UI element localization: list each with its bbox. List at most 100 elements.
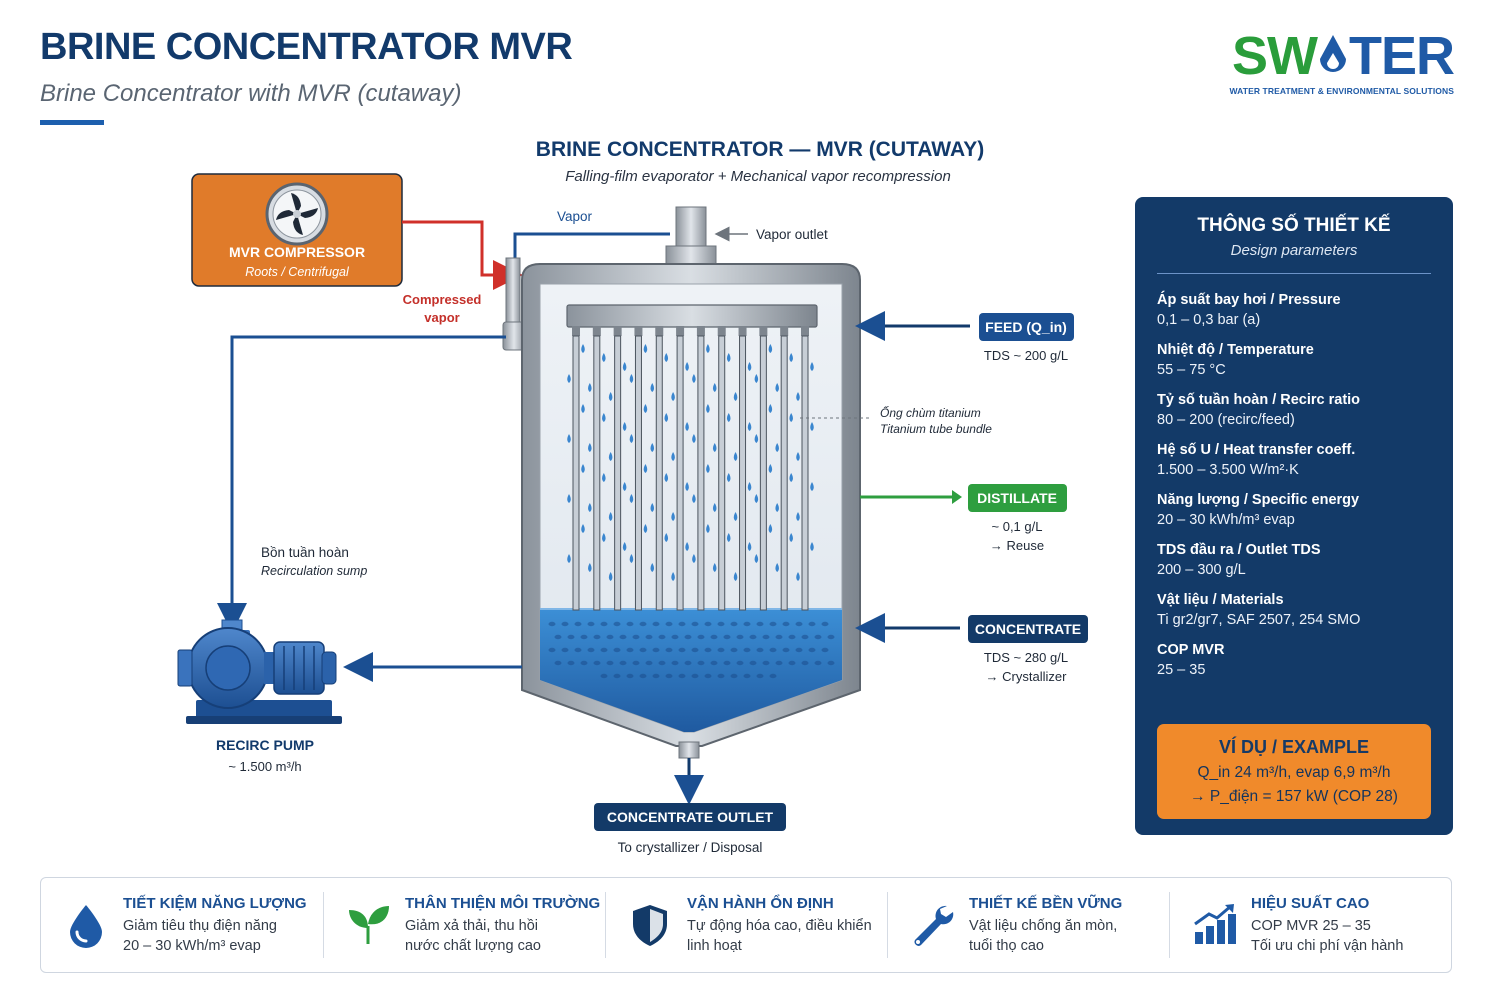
concentrate-note-2: → Crystallizer bbox=[986, 669, 1068, 684]
liquid-bubble bbox=[613, 621, 621, 627]
panel-divider bbox=[1157, 273, 1431, 274]
liquid-bubble bbox=[645, 634, 653, 640]
compressor-type: Roots / Centrifugal bbox=[245, 265, 350, 279]
liquid-bubble bbox=[801, 634, 809, 640]
liquid-bubble bbox=[704, 647, 712, 653]
liquid-bubble bbox=[561, 647, 569, 653]
water-droplet bbox=[567, 554, 571, 563]
water-droplet bbox=[692, 494, 696, 503]
water-droplet bbox=[602, 353, 606, 362]
liquid-bubble bbox=[691, 647, 699, 653]
distillate-note-2: → Reuse bbox=[990, 538, 1044, 553]
pump-label: RECIRC PUMP bbox=[216, 737, 314, 753]
vapor-line bbox=[513, 232, 670, 262]
liquid-bubble bbox=[821, 621, 829, 627]
liquid-bubble bbox=[561, 621, 569, 627]
water-droplet bbox=[567, 494, 571, 503]
water-droplet bbox=[733, 512, 738, 521]
water-droplet bbox=[692, 374, 696, 383]
liquid-bubble bbox=[736, 634, 744, 640]
liquid-bubble bbox=[795, 621, 803, 627]
water-droplet bbox=[588, 563, 592, 572]
water-droplet bbox=[581, 464, 585, 473]
liquid-bubble bbox=[691, 621, 699, 627]
water-droplet bbox=[754, 494, 759, 503]
water-droplet bbox=[608, 452, 613, 461]
fan-icon bbox=[265, 182, 329, 246]
liquid-bubble bbox=[613, 647, 621, 653]
title-underline bbox=[40, 120, 104, 125]
bar-chart-icon bbox=[1194, 904, 1236, 944]
liquid-bubble bbox=[827, 634, 835, 640]
liquid-bubble bbox=[769, 647, 777, 653]
concentrate-label: CONCENTRATE bbox=[975, 621, 1081, 637]
liquid-bubble bbox=[756, 621, 764, 627]
distributor-nozzle bbox=[572, 326, 580, 336]
water-droplet bbox=[643, 404, 648, 413]
water-drop-icon bbox=[70, 905, 102, 948]
liquid-bubble bbox=[704, 673, 712, 679]
water-droplet bbox=[650, 383, 655, 392]
recirc-pump bbox=[177, 619, 342, 724]
liquid-bubble bbox=[600, 647, 608, 653]
liquid-bubble bbox=[717, 673, 725, 679]
mvr-compressor: MVR COMPRESSOR Roots / Centrifugal bbox=[191, 173, 403, 287]
distributor-nozzle bbox=[696, 326, 705, 336]
liquid-bubble bbox=[671, 634, 679, 640]
water-droplet bbox=[622, 362, 627, 371]
liquid-bubble bbox=[756, 673, 764, 679]
water-droplet bbox=[796, 392, 800, 401]
liquid-bubble bbox=[548, 647, 556, 653]
liquid-bubble bbox=[743, 673, 751, 679]
water-droplet bbox=[747, 422, 752, 431]
water-droplet bbox=[810, 542, 814, 551]
water-droplet bbox=[685, 542, 689, 551]
water-droplet bbox=[608, 512, 613, 521]
water-droplet bbox=[733, 392, 738, 401]
water-droplet bbox=[768, 524, 773, 533]
liquid-bubble bbox=[814, 660, 822, 666]
tube-bundle-label-vi: Ống chùm titanium bbox=[880, 405, 981, 420]
water-droplet bbox=[810, 362, 814, 371]
water-droplet bbox=[629, 554, 634, 563]
water-droplet bbox=[775, 503, 779, 512]
liquid-bubble bbox=[743, 647, 751, 653]
water-droplet bbox=[581, 344, 585, 353]
water-droplet bbox=[643, 344, 648, 353]
water-droplet bbox=[747, 362, 752, 371]
liquid-bubble bbox=[548, 621, 556, 627]
water-droplet bbox=[643, 524, 648, 533]
titanium-tube bbox=[614, 335, 622, 611]
water-droplet bbox=[754, 374, 759, 383]
water-droplet bbox=[706, 344, 710, 353]
feed-badge: FEED (Q_in) bbox=[979, 313, 1074, 341]
design-parameters-panel: THÔNG SỐ THIẾT KẾ Design parameters Áp s… bbox=[1135, 197, 1453, 835]
feature-environment: THÂN THIỆN MÔI TRƯỜNG Giảm xả thải, thu … bbox=[323, 878, 605, 972]
distributor-nozzle bbox=[780, 326, 789, 336]
liquid-bubble bbox=[600, 673, 608, 679]
liquid-bubble bbox=[762, 634, 770, 640]
vapor-outlet-label: Vapor outlet bbox=[756, 227, 828, 242]
water-droplet bbox=[685, 362, 689, 371]
liquid-bubble bbox=[710, 660, 718, 666]
titanium-tube bbox=[780, 335, 788, 611]
liquid-bubble bbox=[632, 660, 640, 666]
distillate-badge: DISTILLATE bbox=[968, 484, 1067, 512]
example-title: VÍ DỤ / EXAMPLE bbox=[1218, 737, 1370, 757]
water-droplet bbox=[608, 392, 613, 401]
liquid-bubble bbox=[684, 660, 692, 666]
compressed-vapor-label-2: vapor bbox=[424, 310, 459, 325]
liquid-bubble bbox=[788, 660, 796, 666]
water-droplet bbox=[726, 353, 731, 362]
water-droplet bbox=[622, 422, 627, 431]
liquid-bubble bbox=[775, 660, 783, 666]
liquid-distributor bbox=[566, 304, 818, 328]
